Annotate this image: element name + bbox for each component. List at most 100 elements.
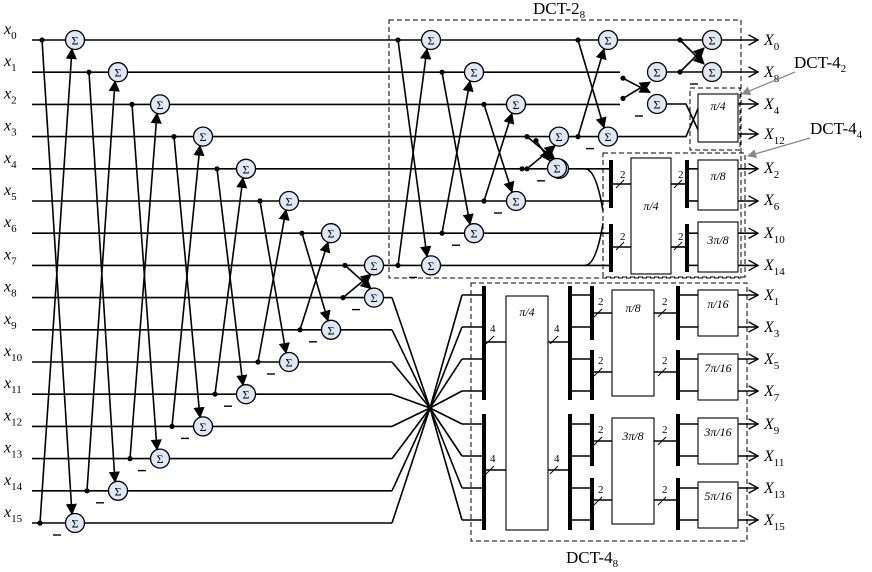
- dct4-4-label: DCT-44: [810, 119, 863, 141]
- sum-node: Σ: [107, 62, 129, 83]
- output-label: X4: [763, 96, 780, 117]
- star-out: [429, 294, 463, 409]
- block-label-pi7_16: 7π/16: [704, 361, 731, 375]
- butterfly-cross: [577, 47, 607, 137]
- star-out: [429, 407, 463, 425]
- sum-symbol: Σ: [471, 227, 478, 241]
- sum-symbol: Σ: [328, 227, 335, 241]
- pi3-8-top-block: [697, 221, 739, 273]
- butterfly-cross: [129, 112, 162, 459]
- sum-symbol: Σ: [243, 162, 250, 176]
- input-label: x14: [3, 472, 23, 493]
- butterfly-cross: [397, 47, 432, 266]
- bus-width-label: 2: [662, 355, 668, 367]
- input-label: x9: [3, 311, 17, 332]
- rotation-block-pi3_16: [697, 417, 739, 465]
- dct4-2-region: [689, 87, 741, 151]
- bus-slash: [485, 465, 495, 475]
- bus-width-label: 2: [598, 484, 604, 496]
- sum-node: Σ: [597, 29, 619, 51]
- sum-symbol: Σ: [554, 162, 561, 176]
- dct4-8-label: DCT-48: [566, 548, 619, 570]
- junction-dot: [214, 166, 220, 172]
- star-out: [429, 407, 463, 521]
- sum-symbol: Σ: [605, 34, 612, 48]
- butterfly-cross: [622, 81, 651, 100]
- star-in: [391, 407, 431, 524]
- bus-width-label: 2: [620, 169, 626, 181]
- sum-symbol: Σ: [115, 484, 122, 498]
- butterfly-cross: [441, 80, 474, 234]
- bus-slash: [657, 496, 667, 506]
- bus-slash: [593, 367, 603, 377]
- input-label: x12: [3, 407, 22, 428]
- bus-slash: [593, 436, 603, 446]
- bus-width-label: 2: [662, 296, 668, 308]
- sum-symbol: Σ: [556, 130, 563, 144]
- pi8-top-label: π/8: [710, 169, 725, 183]
- bus-width-label: 2: [598, 424, 604, 436]
- output-label: X12: [763, 126, 785, 147]
- bus-width-label: 2: [598, 296, 604, 308]
- bus-slash: [657, 308, 667, 318]
- sum-node: Σ: [181, 416, 214, 440]
- sum-node: Σ: [463, 62, 485, 83]
- input-label: x0: [3, 21, 17, 42]
- butterfly-cross: [257, 208, 290, 363]
- sum-symbol: Σ: [72, 34, 79, 48]
- output-label: X14: [763, 257, 785, 278]
- bus-width-label: 2: [662, 484, 668, 496]
- block-label-pi16: π/16: [707, 297, 728, 311]
- output-label: X15: [763, 512, 785, 533]
- sum-symbol: Σ: [371, 259, 378, 273]
- pi8-big-rotation-block: [611, 289, 655, 397]
- pi8-top-block: [697, 159, 739, 211]
- butterfly-cross: [441, 72, 474, 226]
- star-in: [391, 329, 431, 409]
- sum-node: Σ: [701, 29, 723, 51]
- input-label: x13: [3, 440, 23, 461]
- input-label: x4: [3, 150, 17, 171]
- output-label: X3: [763, 319, 780, 340]
- output-label: X7: [763, 383, 780, 404]
- star-out: [429, 407, 463, 489]
- sum-symbol: Σ: [471, 66, 478, 80]
- star-out: [429, 326, 463, 409]
- output-label: X2: [763, 160, 779, 181]
- sum-node: Σ: [149, 94, 171, 115]
- sum-symbol: Σ: [115, 66, 122, 80]
- star-out: [429, 358, 463, 409]
- input-label: x6: [3, 214, 17, 235]
- sum-symbol: Σ: [200, 420, 207, 434]
- sum-symbol: Σ: [371, 291, 378, 305]
- input-label: x15: [3, 504, 23, 525]
- bus-slash: [657, 436, 667, 446]
- input-label: x7: [3, 246, 17, 267]
- input-label: x8: [3, 279, 17, 300]
- bus-width-label: 4: [490, 323, 496, 335]
- butterfly-cross: [679, 47, 705, 73]
- bus-slash: [615, 179, 625, 189]
- bus-width-label: 4: [554, 323, 560, 335]
- sum-symbol: Σ: [513, 98, 520, 112]
- bus-width-label: 2: [678, 231, 684, 243]
- sum-node: Σ: [235, 158, 257, 179]
- sum-symbol: Σ: [709, 34, 716, 48]
- sum-nodes: ΣΣΣΣΣΣΣΣΣΣΣΣΣΣΣΣΣΣΣΣΣΣΣΣΣΣΣΣΣΣΣ: [53, 29, 723, 536]
- bus-slash: [657, 367, 667, 377]
- sum-node: Σ: [690, 61, 723, 85]
- sum-symbol: Σ: [654, 98, 661, 112]
- bus-width-label: 2: [678, 169, 684, 181]
- sum-symbol: Σ: [428, 259, 435, 273]
- cross-in: [584, 168, 604, 212]
- butterfly-cross: [299, 241, 331, 331]
- pi3-8-big-rotation-block: [611, 417, 655, 525]
- butterfly-cross: [214, 176, 248, 395]
- butterfly-cross: [483, 112, 515, 202]
- input-label: x11: [3, 375, 22, 396]
- butterfly-cross: [171, 144, 205, 427]
- output-labels: X0X8X4X12X2X6X10X14X1X3X5X7X9X11X13X15: [763, 32, 785, 533]
- bus-slash: [673, 179, 683, 189]
- sum-symbol: Σ: [428, 34, 435, 48]
